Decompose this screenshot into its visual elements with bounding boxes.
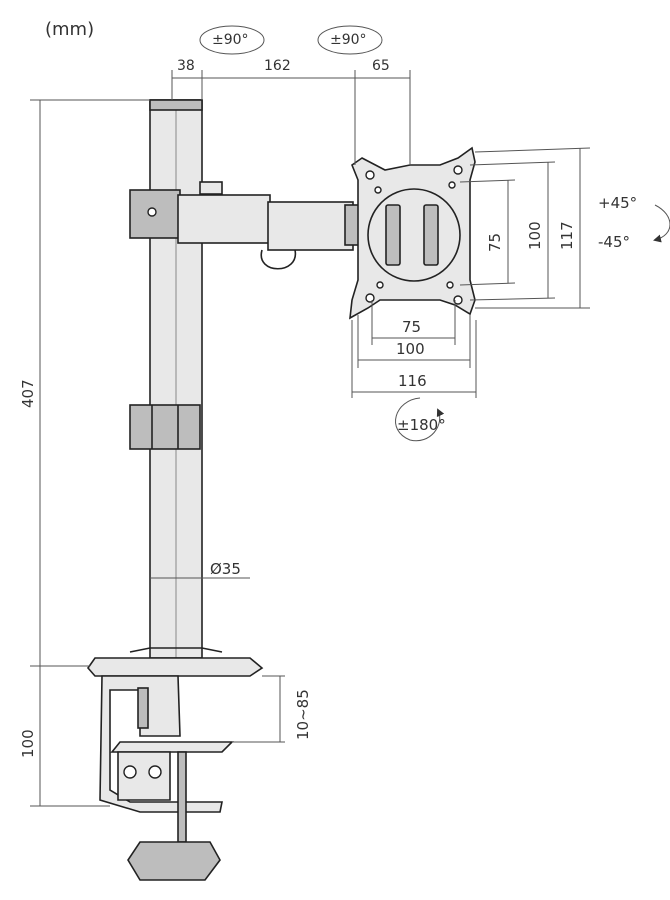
tilt-down-label: -45° [598, 233, 630, 251]
dimension-lines [30, 70, 591, 807]
unit-label: (mm) [45, 19, 94, 40]
dim-clamp-height: 100 [19, 729, 37, 758]
dim-vesa-v-mid: 100 [526, 221, 544, 250]
dim-vesa-v-small: 75 [486, 233, 504, 252]
dim-vesa-v-large: 117 [558, 221, 576, 250]
dim-vesa-h-mid: 100 [396, 340, 425, 358]
dim-pole-offset: 38 [177, 58, 195, 74]
dim-arm-length: 162 [264, 58, 291, 74]
pole-collar [129, 404, 201, 450]
vesa-plate [349, 146, 476, 320]
dim-total-height: 407 [19, 379, 37, 408]
dim-pole-diameter: Ø35 [210, 560, 241, 578]
tilt-up-label: +45° [598, 194, 637, 212]
dim-vesa-h-large: 116 [398, 372, 427, 390]
dim-vesa-h-small: 75 [402, 318, 421, 336]
rotation-label: ±180° [397, 416, 446, 434]
pole [149, 99, 203, 659]
dim-head-offset: 65 [372, 58, 390, 74]
arm-swivel-label: ±90° [212, 32, 249, 48]
clamp [99, 675, 234, 881]
rotation-arrows [199, 25, 670, 442]
dim-desk-thickness: 10~85 [294, 689, 312, 740]
head-swivel-label: ±90° [330, 32, 367, 48]
base-plate [86, 647, 264, 677]
